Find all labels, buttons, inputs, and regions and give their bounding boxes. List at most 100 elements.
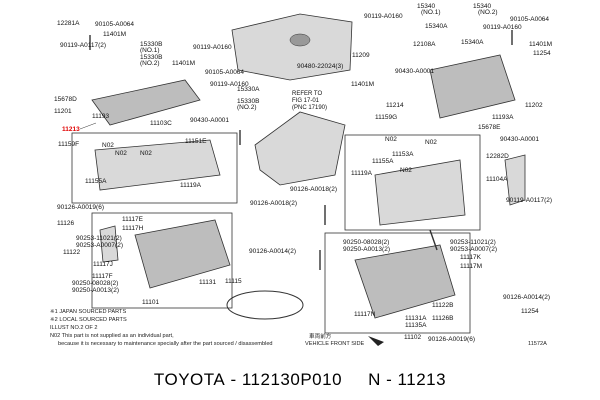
right-head-box — [324, 232, 471, 334]
callout-label: 11401M — [351, 81, 374, 88]
callout-label: 90119-A0117(2) — [506, 197, 552, 204]
callout-label: N02 — [115, 150, 127, 157]
callout-label: 11104A — [486, 176, 508, 183]
callout-label: 90430-A0001 — [190, 117, 229, 124]
left-intake-box — [71, 132, 238, 204]
callout-label: 15330A — [237, 86, 260, 93]
callout-label: 90126-A0014(2) — [503, 294, 550, 301]
callout-label: 11117E — [122, 216, 144, 223]
callout-label: 90126-A0014(2) — [249, 248, 296, 255]
callout-label: 11101 — [142, 299, 159, 306]
caption-separator-2: - — [380, 370, 398, 389]
callout-label: N02 — [385, 136, 397, 143]
callout-label: 90126-A0019(6) — [57, 204, 104, 211]
left-intake-runner-part — [94, 139, 221, 191]
callout-label: 11193 — [92, 113, 109, 120]
callout-label: 11117H — [122, 225, 144, 232]
callout-label: 11209 — [352, 52, 370, 59]
callout-label: 90105-A0064 — [95, 21, 134, 28]
left-valve-cover-part — [91, 79, 201, 126]
vehicle-front-arrow-icon — [368, 336, 384, 346]
callout-label: N02 — [400, 167, 412, 174]
callout-label: 11202 — [525, 102, 543, 109]
callout-label: 90119-A0160 — [210, 81, 249, 88]
figure-id: 11572A — [528, 341, 547, 347]
note-japan-sourced: ※1 JAPAN SOURCED PARTS — [50, 308, 126, 315]
part-caption: TOYOTA - 112130P010 N - 11213 — [0, 360, 600, 400]
callout-label: 11119A — [351, 170, 373, 177]
callout-label: 90253-A0007(2) — [76, 242, 123, 249]
note-not-supplied: N02 This part is not supplied as an indi… — [50, 333, 174, 339]
right-cylinder-head-part — [354, 244, 456, 319]
callout-label: 90253-A0007(2) — [450, 246, 497, 253]
note-maintenance: because it is necessary to maintenance s… — [58, 341, 273, 347]
callout-label: 90253-11021(2) — [76, 235, 122, 242]
callout-label: 11155A — [85, 178, 107, 185]
callout-label: (NO.2) — [237, 104, 257, 111]
callout-label: 11117J — [93, 261, 113, 268]
caption-separator: - — [225, 370, 242, 389]
vehicle-front-side-jp: 車両前方 — [309, 332, 332, 340]
caption-part-number: 112130P010 — [241, 370, 343, 389]
callout-label: 90119-A0160 — [193, 44, 232, 51]
callout-label: 90119-A0160 — [483, 24, 522, 31]
right-intake-runner-part — [374, 159, 466, 226]
callout-label: 90250-A0013(2) — [343, 246, 390, 253]
callout-label: 11117M — [460, 263, 482, 270]
callout-label: 15330B — [237, 98, 259, 105]
callout-label: 11214 — [386, 102, 404, 109]
callout-label: 90119-A0160 — [364, 13, 403, 20]
right-valve-cover-part — [429, 54, 516, 119]
callout-label: 90250-08028(2) — [72, 280, 118, 287]
left-head-gasket-part — [226, 290, 304, 320]
callout-label: 11102 — [404, 334, 421, 341]
callout-label: 90126-A0018(2) — [250, 200, 297, 207]
callout-label: 11401M — [529, 41, 552, 48]
note-local-sourced: ※2 LOCAL SOURCED PARTS — [50, 316, 127, 323]
callout-label: 11155A — [372, 158, 394, 165]
callout-label: 90250-A0013(2) — [72, 287, 119, 294]
caption-ref-number: 11213 — [397, 370, 447, 389]
callout-label: 90250-08028(2) — [343, 239, 389, 246]
callout-label: 15330B — [140, 54, 162, 61]
callout-label: 11122B — [432, 302, 453, 309]
callout-label: 90430-A0001 — [395, 68, 434, 75]
callout-label: 11193A — [492, 114, 514, 121]
callout-label: 90430-A0001 — [500, 136, 539, 143]
refer-line-1: REFER TO — [292, 91, 322, 97]
highlight-leader — [79, 122, 97, 130]
right-intake-box — [344, 134, 481, 231]
callout-label: 90105-A0064 — [205, 69, 244, 76]
callout-label: 11119A — [180, 182, 202, 189]
callout-label: 90119-A0117(2) — [60, 42, 106, 49]
callout-label: 15340 — [473, 3, 491, 10]
callout-label: 11117F — [92, 273, 113, 280]
callout-label: 11117N — [354, 311, 376, 318]
callout-label: 90126-A0018(2) — [290, 186, 337, 193]
callout-label: N02 — [425, 139, 437, 146]
callout-label: 15678E — [478, 124, 501, 131]
callout-label: 11401M — [103, 31, 126, 38]
bolt-group — [89, 30, 513, 270]
callout-label: 12108A — [413, 41, 436, 48]
refer-line-2: FIG 17-01 — [292, 98, 320, 104]
callout-label: 11159G — [375, 114, 397, 121]
caption-gap — [342, 370, 368, 390]
callout-label: 15340A — [425, 23, 448, 30]
callout-label: 11135A — [405, 322, 427, 329]
callout-label: 11131A — [405, 315, 427, 322]
callout-label: 90253-11021(2) — [450, 239, 496, 246]
cover-emblem-icon — [289, 33, 311, 47]
callout-label: N02 — [140, 150, 152, 157]
callout-label: 90480-22024(3) — [297, 63, 343, 70]
vehicle-front-side-label: VEHICLE FRONT SIDE — [305, 341, 365, 347]
callout-label: 11254 — [533, 50, 551, 57]
callout-label: 15330B — [140, 41, 162, 48]
engine-cover-part — [231, 13, 353, 81]
callout-label: 11115 — [225, 278, 242, 285]
side-bracket-part — [504, 154, 526, 206]
callout-label: 11126 — [57, 220, 74, 227]
